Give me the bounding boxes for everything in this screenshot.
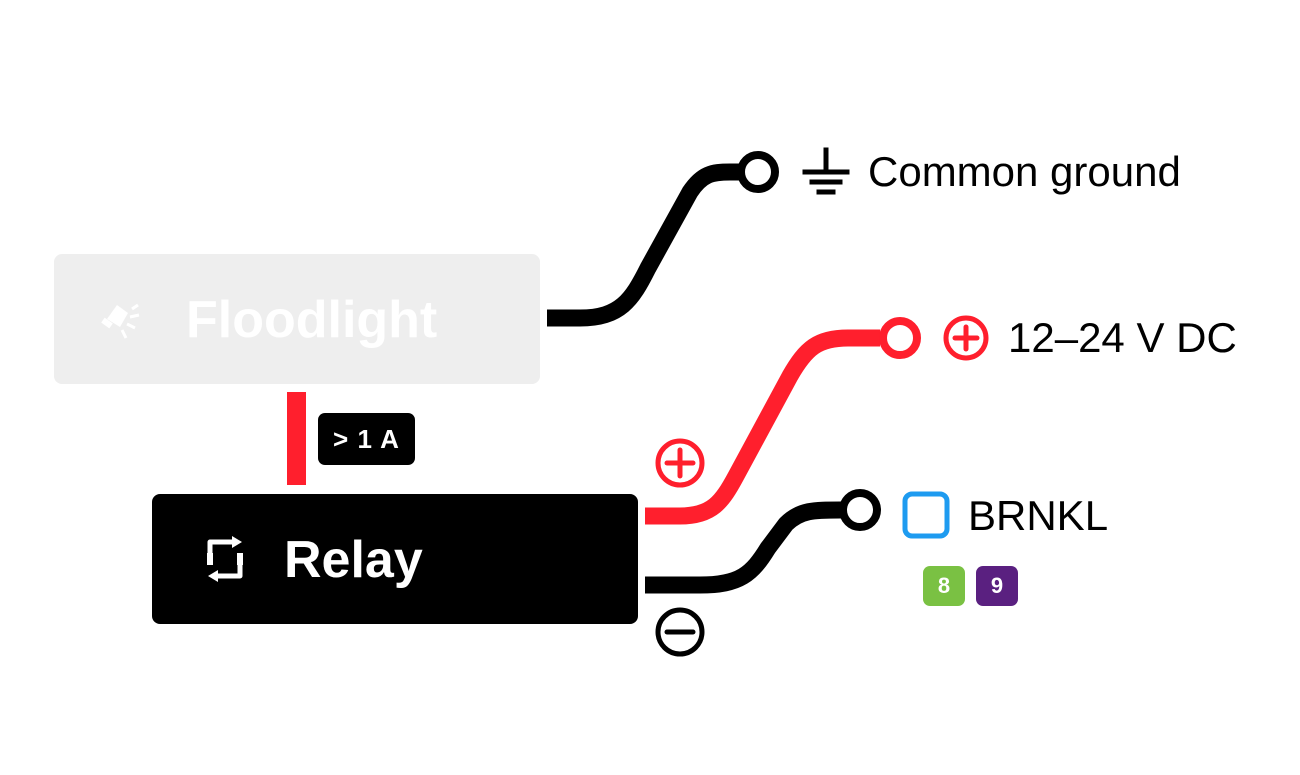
plus-circle-icon <box>655 438 705 488</box>
minus-circle-icon <box>655 607 705 657</box>
relay-switch-icon <box>207 536 243 582</box>
ground-terminal[interactable] <box>737 151 779 193</box>
power-terminal[interactable] <box>879 317 921 359</box>
floodlight-label: Floodlight <box>186 291 438 349</box>
brnkl-terminal-label: BRNKL <box>968 492 1109 539</box>
floodlight-component[interactable]: Floodlight <box>54 254 540 384</box>
plus-circle-icon <box>943 315 989 361</box>
relay-component[interactable]: Relay <box>152 494 638 624</box>
ground-terminal-label: Common ground <box>868 148 1181 195</box>
current-rating-badge: > 1 A <box>318 413 415 465</box>
ground-wire <box>547 163 740 327</box>
brnkl-wire <box>645 501 849 594</box>
ground-icon <box>802 147 850 195</box>
pin-badge-8: 8 <box>923 566 965 606</box>
square-outline-icon <box>902 491 950 539</box>
power-wire <box>645 329 880 525</box>
pin-badge-9: 9 <box>976 566 1018 606</box>
brnkl-terminal[interactable] <box>839 489 881 531</box>
power-terminal-label: 12–24 V DC <box>1008 314 1237 361</box>
floodlight-relay-wire <box>287 392 306 485</box>
floodlight-icon <box>101 303 140 339</box>
relay-label: Relay <box>284 531 423 589</box>
